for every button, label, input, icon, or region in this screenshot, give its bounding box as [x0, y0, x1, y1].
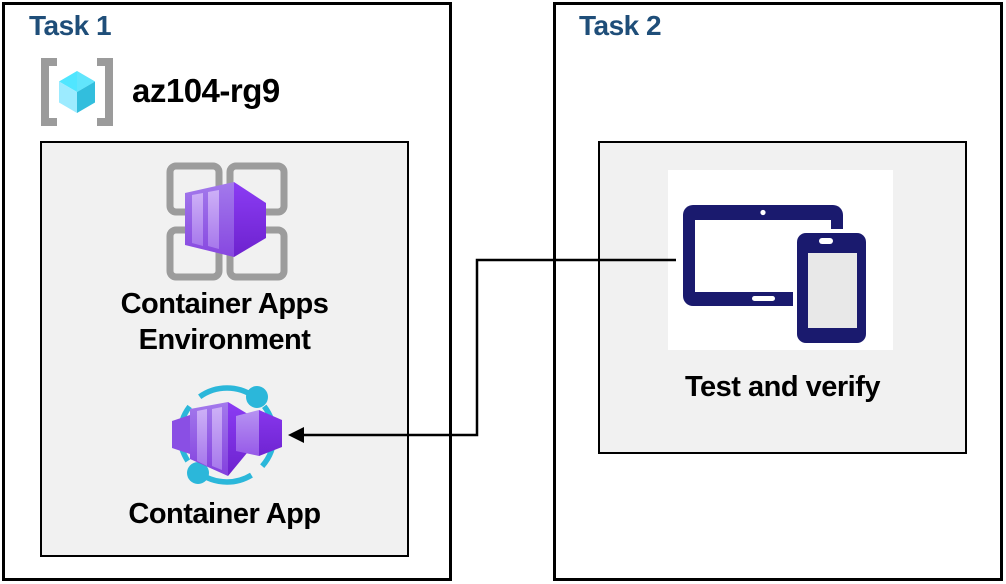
verify-label: Test and verify	[684, 371, 881, 403]
tablet-phone-devices-icon	[683, 205, 870, 347]
environment-label-line2: Environment	[138, 324, 311, 356]
container-apps-environment-icon	[166, 162, 288, 281]
resource-group-icon	[41, 58, 113, 126]
environment-label-line1: Container Apps	[120, 288, 329, 320]
task2-title: Task 2	[579, 10, 662, 41]
resource-group-name: az104-rg9	[132, 72, 280, 109]
task1-title: Task 1	[29, 10, 112, 41]
container-app-icon	[172, 385, 282, 485]
environment-label: Container Apps Environment	[40, 286, 409, 358]
container-app-label: Container App	[128, 498, 321, 530]
